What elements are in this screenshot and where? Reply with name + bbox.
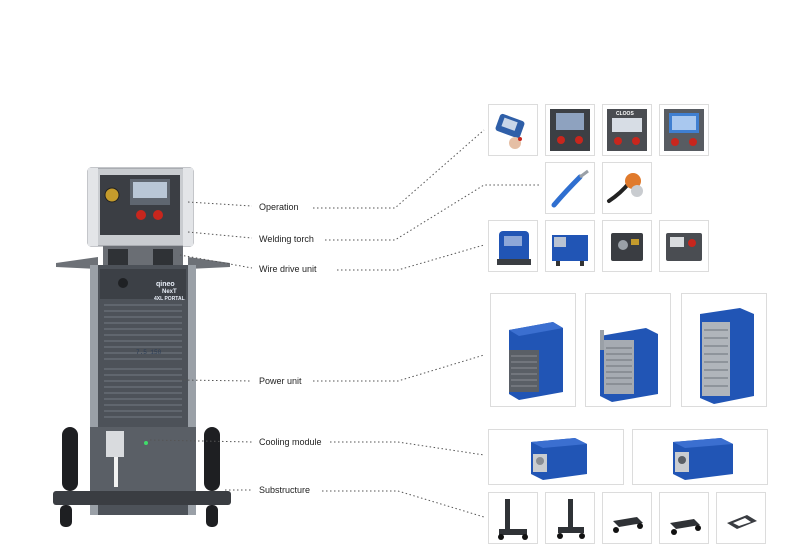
control-panel-icon [607, 109, 647, 151]
label-welding-torch: Welding torch [259, 234, 314, 244]
torch-tile-1[interactable] [545, 162, 595, 214]
label-operation: Operation [259, 202, 299, 212]
cloos-label: CLOOS [616, 111, 634, 117]
pendant-tile[interactable] [488, 104, 538, 156]
trolley-icon [727, 515, 757, 529]
cooling-unit-icon [673, 438, 733, 480]
trolley-tile-1[interactable] [488, 492, 538, 544]
trolley-tile-2[interactable] [545, 492, 595, 544]
pendant-icon [495, 113, 525, 149]
cooling-unit-tile-1[interactable] [488, 429, 624, 485]
machine-illustration [53, 167, 231, 527]
wire-feeder-tile-2[interactable] [545, 220, 595, 272]
brand-logo: qineo [156, 281, 175, 288]
control-panel-tile-3[interactable] [659, 104, 709, 156]
trolley-icon [670, 519, 701, 535]
trolley-icon [613, 517, 643, 533]
power-unit-icon [700, 308, 754, 404]
model-name: NexT [162, 289, 177, 295]
panel-display: 7.5 150 [136, 349, 162, 356]
label-power-unit: Power unit [259, 376, 302, 386]
trolley-tile-3[interactable] [602, 492, 652, 544]
control-panel-tile-1[interactable] [545, 104, 595, 156]
welding-machine: qineo NexT 4XL PORTAL 7.5 150 [48, 165, 238, 555]
wire-feeder-tile-1[interactable] [488, 220, 538, 272]
power-unit-tile-3[interactable] [681, 293, 767, 407]
trolley-tile-5[interactable] [716, 492, 766, 544]
power-unit-icon [600, 328, 658, 402]
label-wire-drive-unit: Wire drive unit [259, 264, 317, 274]
power-unit-tile-1[interactable] [490, 293, 576, 407]
knob-icon [104, 187, 120, 203]
wire-feeder-tile-3[interactable] [602, 220, 652, 272]
torch-icon [607, 173, 643, 203]
wire-feeder-tile-4[interactable] [659, 220, 709, 272]
torch-icon [551, 169, 589, 208]
trolley-icon [498, 499, 528, 540]
model-variant: 4XL PORTAL [154, 296, 185, 302]
wire-feeder-icon [552, 235, 588, 266]
cooling-unit-tile-2[interactable] [632, 429, 768, 485]
power-unit-tile-2[interactable] [585, 293, 671, 407]
label-substructure: Substructure [259, 485, 311, 495]
wire-feeder-icon [497, 231, 531, 265]
trolley-icon [557, 499, 585, 539]
control-panel-tile-2[interactable]: CLOOS [602, 104, 652, 156]
torch-tile-2[interactable] [602, 162, 652, 214]
control-panel-icon [664, 109, 704, 151]
cooling-unit-icon [531, 438, 587, 480]
control-panel-icon [550, 109, 590, 151]
power-unit-icon [509, 322, 563, 400]
trolley-tile-4[interactable] [659, 492, 709, 544]
wire-feeder-icon [611, 233, 643, 261]
label-cooling-module: Cooling module [259, 437, 322, 447]
wire-feeder-icon [666, 233, 702, 261]
